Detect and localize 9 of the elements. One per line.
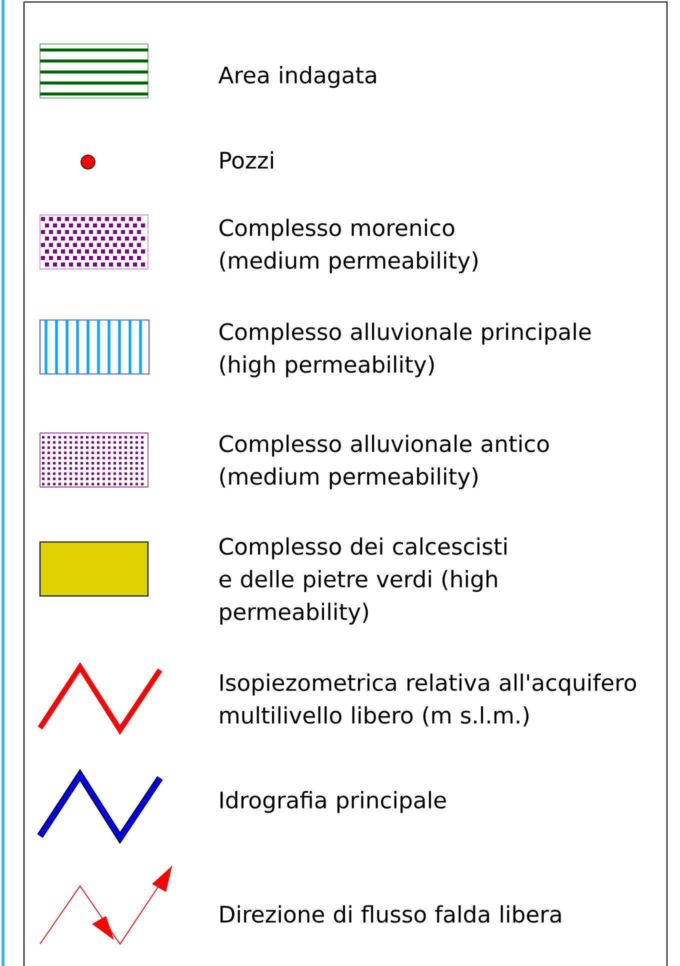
legend-label: Area indagata	[218, 66, 376, 88]
legend-label: Pozzi	[220, 151, 273, 169]
legend-label: Isopiezometrica relativa all'acquifero multilivello libero (m s.l.m.)	[220, 674, 636, 726]
legend-label: Complesso alluvionale principale (high permeability)	[220, 322, 591, 378]
legend-label: Idrografia principale	[220, 791, 446, 813]
legend-label: Complesso alluvionale antico (medium permeability)	[220, 434, 549, 490]
legend-label: Direzione di flusso falda libera	[220, 905, 561, 923]
legend-label: Complesso dei calcescisti e delle pietre verdi (high permeability)	[220, 537, 506, 625]
legend-label: Complesso morenico (medium permeability)	[220, 218, 478, 274]
